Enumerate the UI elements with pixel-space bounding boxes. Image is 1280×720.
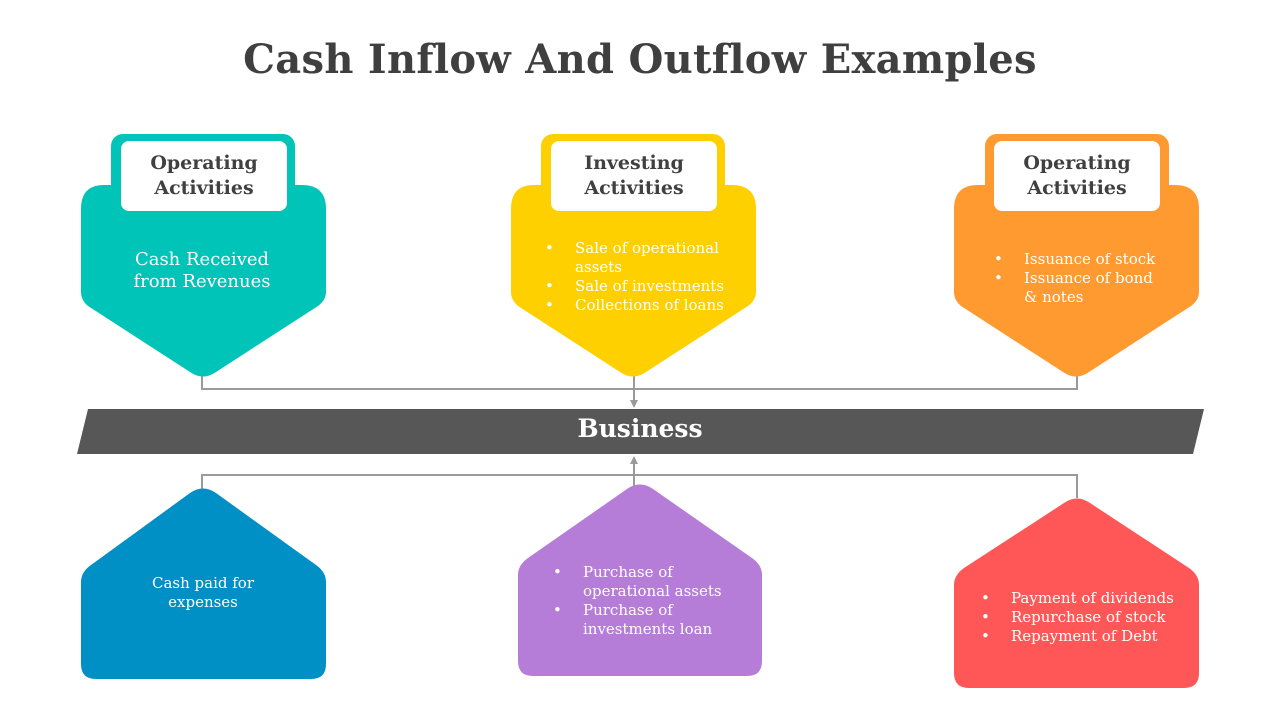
list-item: Collections of loans xyxy=(545,296,745,315)
business-label: Business xyxy=(577,414,703,443)
connector-left-outflow xyxy=(201,474,634,490)
outflow-list-2: Purchase of operational assets Purchase … xyxy=(553,563,753,639)
connector-right-outflow xyxy=(634,474,1078,498)
list-item: Sale of operational assets xyxy=(545,239,745,277)
list-item: Issuance of bond & notes xyxy=(994,269,1169,307)
list-item: Issuance of stock xyxy=(994,250,1169,269)
outflow-list-3: Payment of dividends Repurchase of stock… xyxy=(981,589,1186,646)
inflow-text-1: Cash Received from Revenues xyxy=(133,249,271,292)
list-item: Repayment of Debt xyxy=(981,627,1186,646)
list-item: Purchase of operational assets xyxy=(553,563,753,601)
inflow-list-2: Sale of operational assets Sale of inves… xyxy=(545,239,745,315)
inflow-label-1-line-1: Operating xyxy=(150,152,258,174)
outflow-text-1: Cash paid for expenses xyxy=(151,574,254,611)
inflow-label-2-line-2: Activities xyxy=(584,177,684,199)
list-item: Sale of investments xyxy=(545,277,745,296)
list-item: Repurchase of stock xyxy=(981,608,1186,627)
inflow-connectors xyxy=(201,374,1078,408)
inflow-label-3-line-1: Operating xyxy=(1023,152,1131,174)
inflow-list-3: Issuance of stock Issuance of bond & not… xyxy=(994,250,1169,307)
inflow-label-1-line-2: Activities xyxy=(154,177,254,199)
list-item: Purchase of investments loan xyxy=(553,601,753,639)
inflow-label-2-line-1: Investing xyxy=(584,152,684,174)
connector-left-inflow xyxy=(201,374,634,390)
inflow-label-3-line-2: Activities xyxy=(1027,177,1127,199)
connector-right-inflow xyxy=(634,374,1078,390)
list-item: Payment of dividends xyxy=(981,589,1186,608)
page-title: Cash Inflow And Outflow Examples xyxy=(243,36,1037,83)
outflow-connectors xyxy=(201,456,1078,498)
outflow-shape-1 xyxy=(81,488,326,679)
business-band xyxy=(77,409,1204,454)
